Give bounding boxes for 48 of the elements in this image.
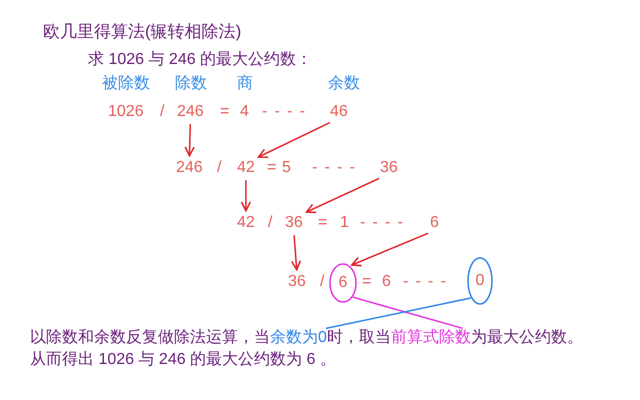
dash-separator: ---- <box>262 102 312 122</box>
dash-separator: ---- <box>312 158 362 178</box>
quotient-number: 5 <box>282 158 291 178</box>
highlighted-phrase: 前算式除数 <box>390 328 471 348</box>
arrow <box>290 235 302 271</box>
division-sign: / <box>160 102 164 122</box>
remainder-number: 46 <box>330 102 348 122</box>
division-sign: / <box>320 272 324 292</box>
dash-separator: ---- <box>403 272 454 292</box>
quotient-number: 1 <box>340 214 349 232</box>
problem-statement: 求 1026 与 246 的最大公约数： <box>88 50 312 70</box>
connector-line <box>352 296 463 330</box>
column-header: 被除数 <box>102 74 150 94</box>
divisor-number: 42 <box>237 158 255 178</box>
divisor-number: 36 <box>285 214 303 232</box>
equals-sign: = <box>362 272 372 292</box>
arrow <box>306 178 380 214</box>
arrow <box>258 122 330 158</box>
equals-sign: = <box>318 214 328 232</box>
highlighted-phrase: 余数为0 <box>270 328 327 348</box>
circled-remainder: 0 <box>467 257 493 305</box>
conclusion-text: 从而得出 1026 与 246 的最大公约数为 6 。 <box>30 350 336 370</box>
arrow <box>184 124 195 157</box>
column-header: 余数 <box>328 74 360 94</box>
dividend-number: 36 <box>288 272 306 292</box>
column-header: 商 <box>237 74 253 94</box>
dash-separator: ---- <box>360 214 410 232</box>
division-sign: / <box>217 158 222 178</box>
conclusion-text: 以除数和余数反复做除法运算，当 <box>30 328 270 348</box>
quotient-number: 4 <box>240 102 249 122</box>
conclusion-text: 为最大公约数。 <box>470 328 583 348</box>
conclusion-text: 时，取当 <box>326 328 391 348</box>
diagram-title: 欧几里得算法(辗转相除法) <box>43 22 242 42</box>
equals-sign: = <box>267 158 276 178</box>
column-header: 除数 <box>175 74 207 94</box>
equals-sign: = <box>220 102 230 122</box>
arrow <box>240 180 252 212</box>
dividend-number: 1026 <box>108 102 144 122</box>
arrow <box>351 232 428 266</box>
quotient-number: 6 <box>382 272 391 292</box>
divisor-number: 246 <box>177 102 204 122</box>
dividend-number: 246 <box>176 158 203 178</box>
dividend-number: 42 <box>237 214 255 232</box>
remainder-number: 6 <box>430 214 439 232</box>
remainder-number: 36 <box>380 158 398 178</box>
connector-line <box>326 297 471 330</box>
division-sign: / <box>268 214 272 232</box>
circled-divisor: 6 <box>329 263 357 303</box>
